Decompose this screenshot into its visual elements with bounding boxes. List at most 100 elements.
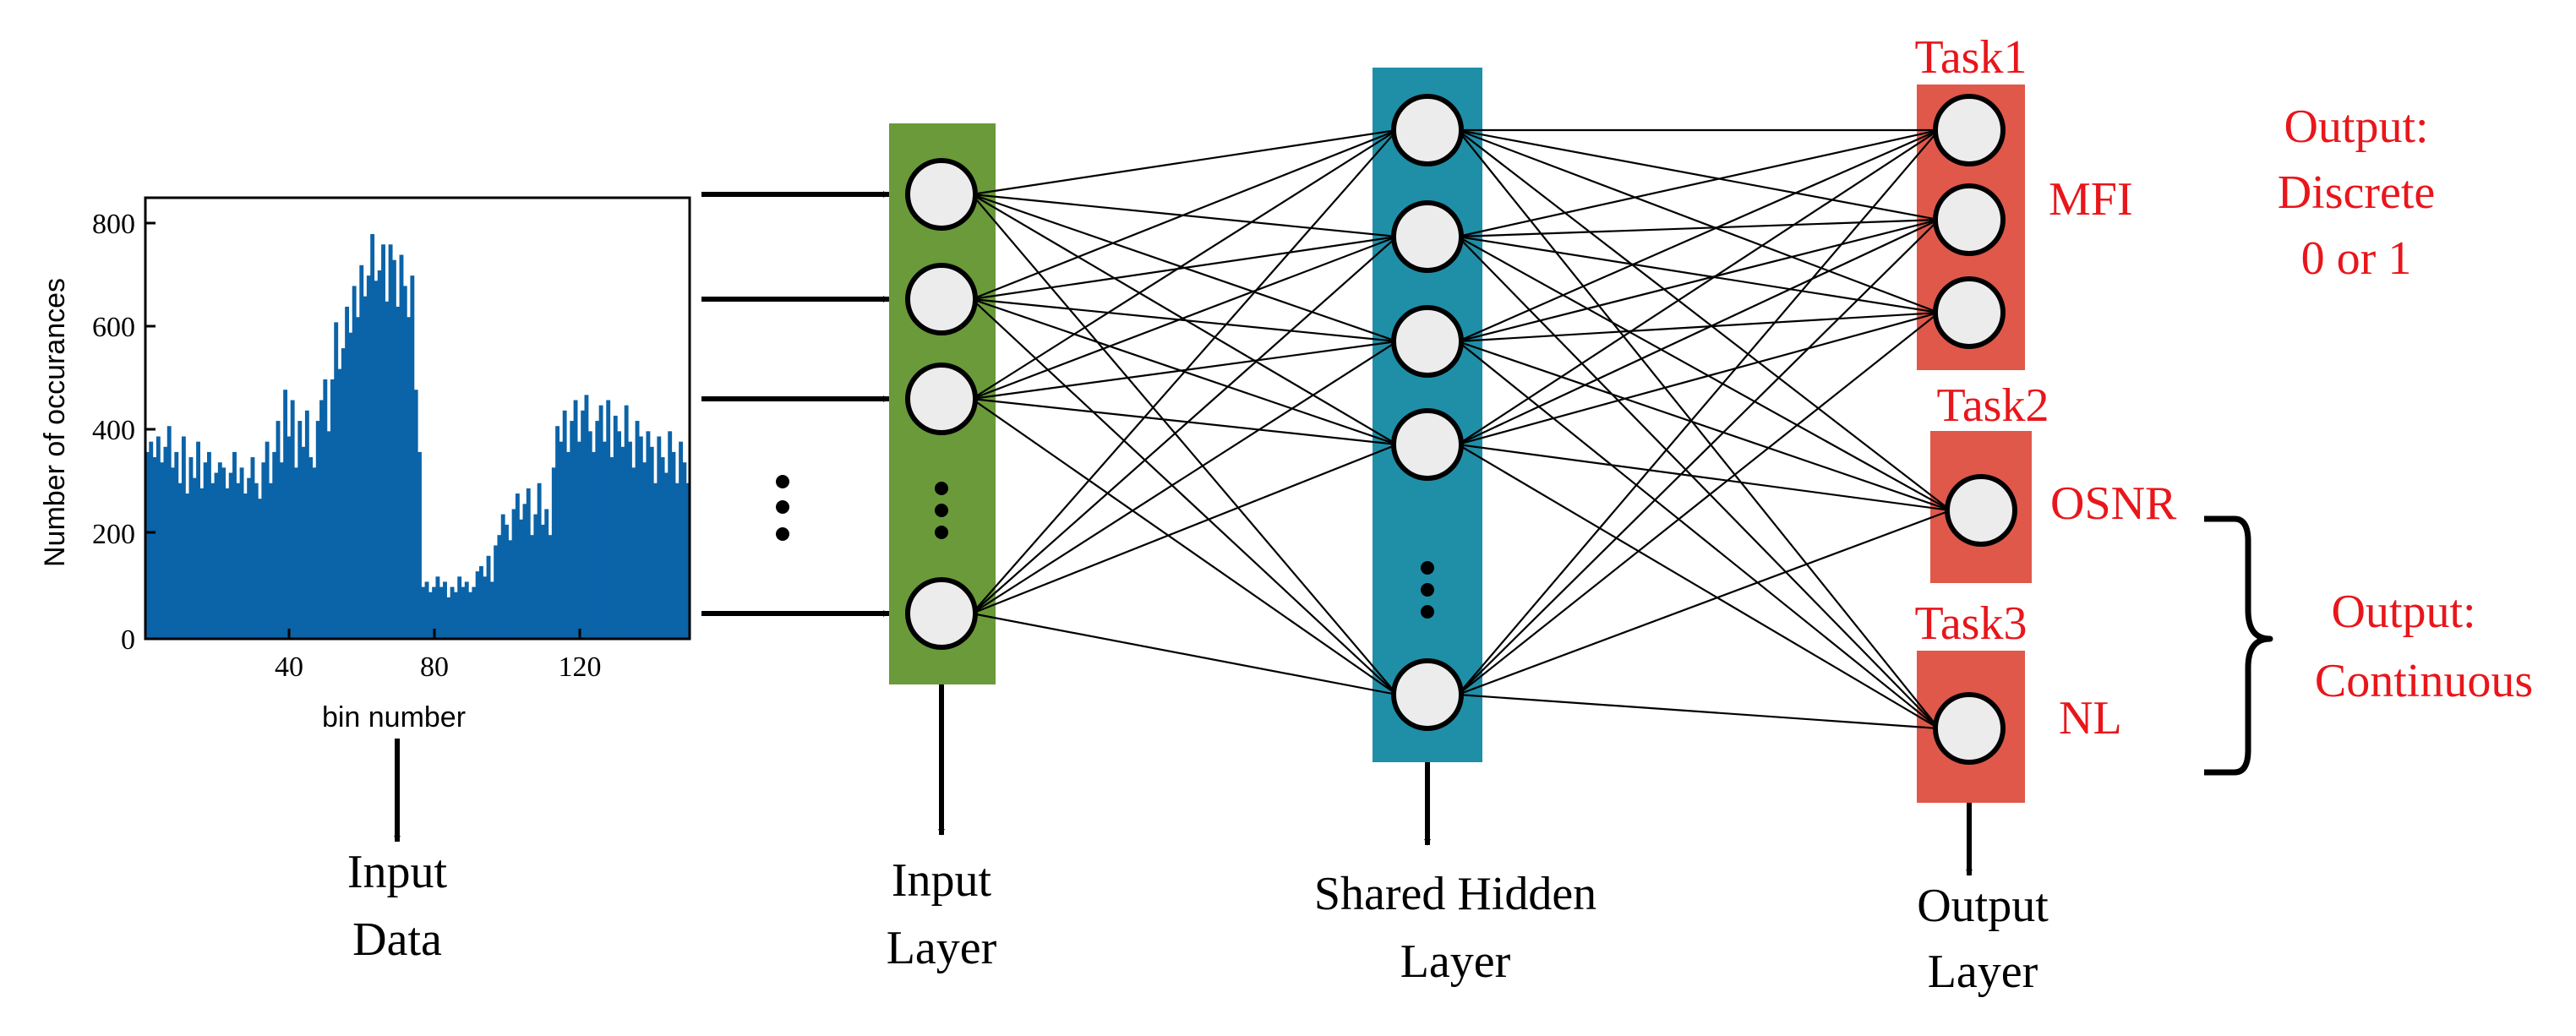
histogram-bar (668, 431, 673, 639)
histogram-bar (385, 301, 390, 639)
histogram-bar (453, 592, 458, 639)
hidden-output-connection (1457, 128, 1940, 343)
connections (971, 128, 1951, 730)
histogram-bar (606, 400, 611, 639)
histogram-bar (265, 441, 270, 639)
histogram-bar (377, 270, 382, 639)
hidden-node (1391, 408, 1464, 481)
continuous-brace (2204, 515, 2273, 776)
hidden-node (1391, 658, 1464, 731)
histogram-bar (450, 586, 455, 639)
histogram-bar (206, 451, 211, 639)
input-hidden-connection (971, 397, 1398, 446)
histogram-bar (334, 322, 339, 639)
task1-name: MFI (2049, 173, 2133, 226)
histogram-bar (174, 451, 179, 639)
histogram-bar (407, 317, 412, 639)
input-hidden-connection (971, 128, 1398, 301)
input-node (905, 158, 978, 231)
histogram-bar (566, 451, 570, 639)
histogram-bar (483, 576, 488, 639)
histogram-bar (500, 514, 505, 639)
input-hidden-connection (971, 128, 1398, 196)
hidden-output-connection (1457, 129, 1951, 511)
histogram-yticks: 0 200 400 600 800 (92, 209, 156, 656)
task2-name: OSNR (2050, 477, 2177, 530)
histogram-bar (576, 441, 581, 639)
histogram-bar (402, 286, 407, 639)
hidden-output-connection (1457, 509, 1951, 696)
histogram-bar (250, 457, 255, 639)
nodes (905, 94, 2017, 765)
histogram-bar (370, 233, 375, 639)
input-hidden-connection (971, 129, 1398, 400)
xtick-80: 80 (420, 652, 449, 683)
input-node (905, 263, 978, 335)
hidden-output-connection (1457, 219, 1940, 445)
continuous-output-line2: Continuous (2315, 655, 2533, 707)
histogram-bar (424, 581, 429, 639)
hidden-output-connection (1457, 235, 1940, 314)
histogram-bar (548, 535, 553, 639)
task1-title: Task1 (1915, 31, 2028, 84)
histogram-bar (559, 441, 564, 639)
xtick-40: 40 (275, 652, 303, 683)
input-layer-label-line2: Layer (887, 922, 997, 974)
histogram-bar (268, 483, 273, 639)
input-data-label-line2: Data (352, 913, 442, 966)
hidden-output-connection (1457, 128, 1940, 221)
histogram-bar (679, 441, 684, 639)
histogram-bar (446, 597, 451, 639)
input-data-label-line1: Input (347, 846, 448, 898)
hidden-output-connection (1457, 218, 1940, 238)
histogram-bar (653, 483, 658, 639)
histogram-bar (326, 431, 331, 639)
histogram-bar (312, 467, 317, 639)
histogram-bar (631, 467, 636, 639)
histogram-bar (149, 441, 154, 639)
histogram-bar (494, 545, 499, 639)
histogram-bar (464, 581, 469, 639)
histogram-bar (188, 457, 194, 639)
histogram-bar (232, 451, 237, 639)
histogram-bar (511, 509, 516, 639)
input-hidden-connection (971, 129, 1398, 614)
histogram-bar (663, 472, 669, 639)
histogram-bar (562, 410, 567, 639)
histogram-bar (508, 540, 513, 639)
hidden-layer-label-line1: Shared Hidden (1314, 868, 1596, 920)
histogram-bar (236, 483, 241, 639)
histogram-bar (530, 535, 534, 639)
histogram-bar (160, 462, 165, 639)
histogram-bar (181, 436, 186, 639)
histogram-bar (540, 524, 545, 639)
histogram-bar (522, 504, 527, 639)
hidden-output-connection (1457, 129, 1940, 445)
histogram-bar (646, 431, 651, 639)
histogram-bar (443, 581, 447, 639)
histogram-bar (374, 281, 379, 639)
input-hidden-connection (971, 297, 1398, 343)
histogram-bar (290, 400, 295, 639)
histogram-bar (533, 514, 538, 639)
discrete-output-line1: Output: (2284, 101, 2428, 153)
histogram-xticks: 40 80 120 (275, 629, 602, 683)
histogram-bar (642, 462, 647, 639)
histogram-bar (555, 426, 560, 639)
input-hidden-connection (971, 443, 1398, 615)
input-hidden-connection (971, 298, 1398, 695)
histogram-bar (399, 254, 404, 639)
histogram-bar (214, 472, 219, 639)
output-node (1933, 183, 2006, 256)
histogram-bar (418, 451, 422, 639)
hidden-output-connection (1457, 341, 1940, 729)
histogram-bar (185, 493, 190, 639)
output-node (1933, 692, 2006, 765)
histogram-bar (366, 275, 371, 639)
histogram-bar (276, 421, 281, 639)
histogram-bar (657, 436, 662, 639)
input-layer-ellipsis (935, 482, 948, 539)
input-node (905, 363, 978, 435)
histogram-bar (468, 592, 472, 639)
